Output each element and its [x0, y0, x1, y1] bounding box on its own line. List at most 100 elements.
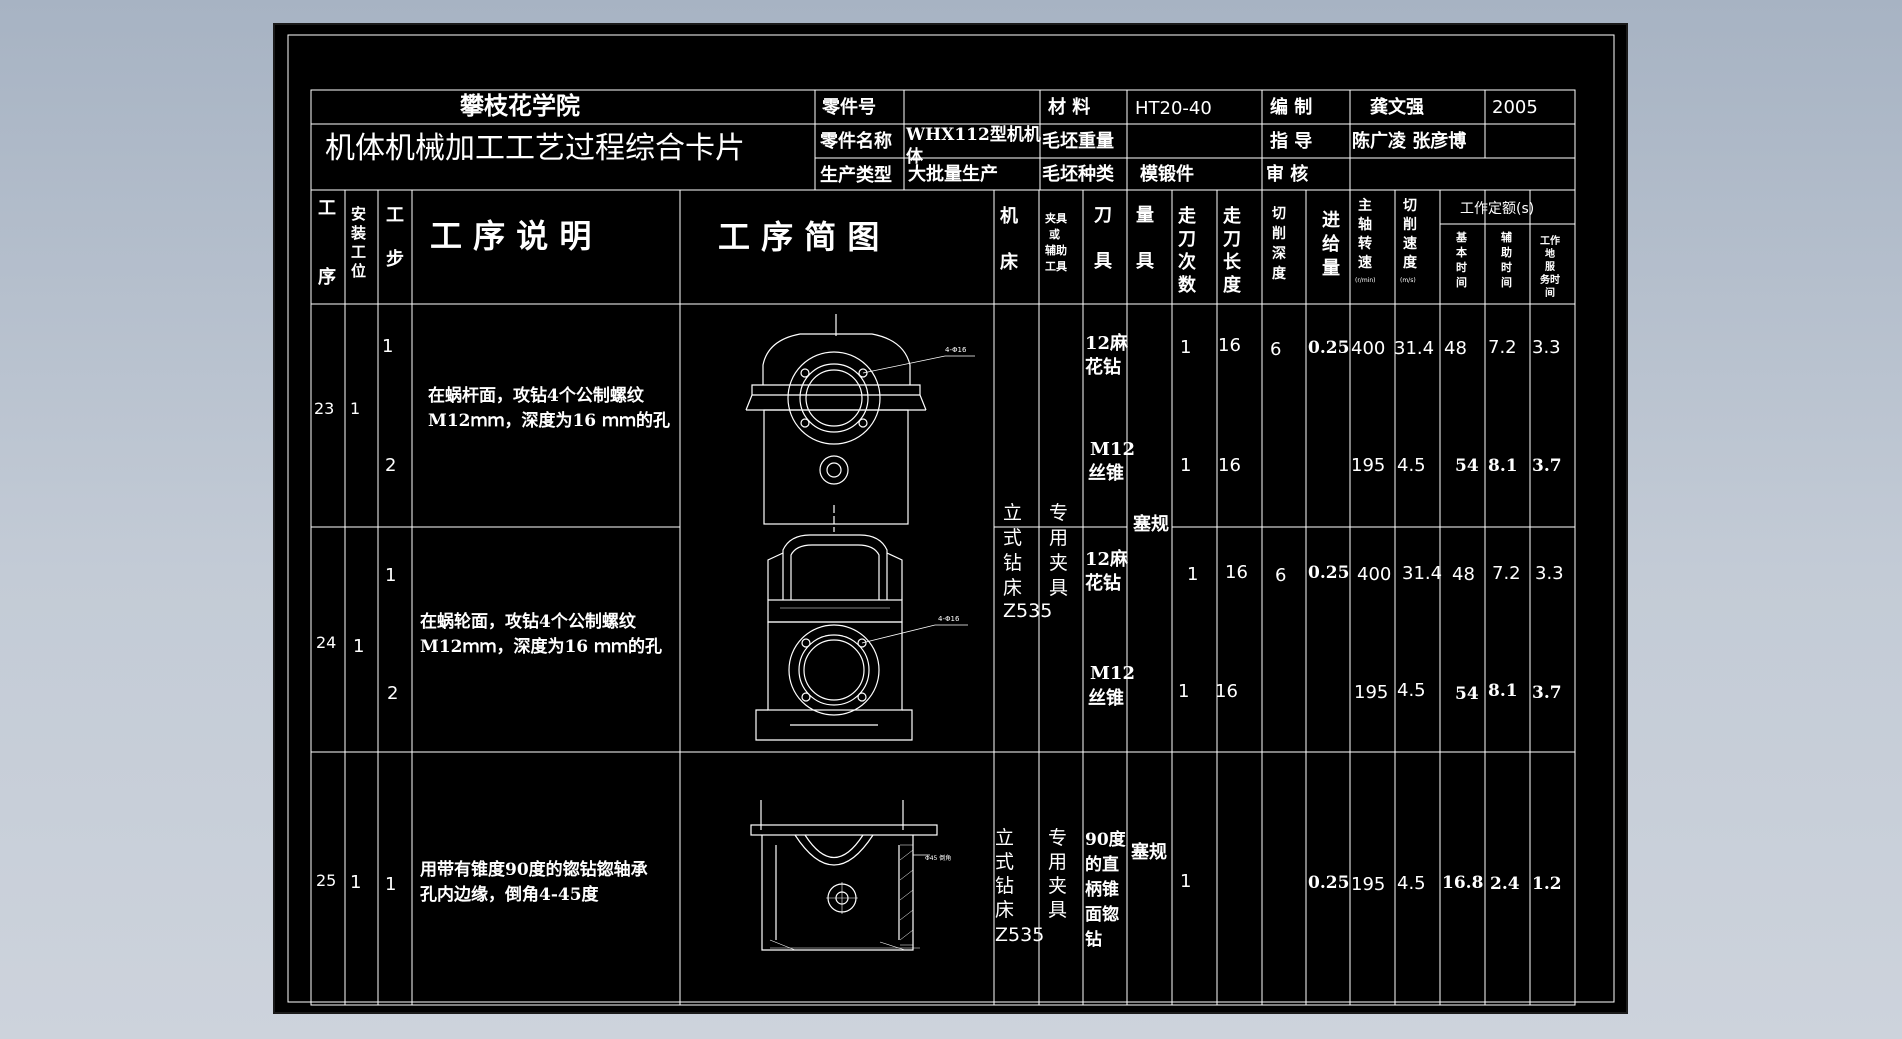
op25-fixture-1: 专 [1048, 827, 1067, 849]
col-fixture-1: 夹具 [1045, 211, 1067, 225]
op25-basic: 16.8 [1442, 873, 1483, 893]
part-name-value-1: WHX112型机机 [905, 124, 1041, 145]
op24-no: 24 [316, 633, 336, 652]
op24-s1-passes: 1 [1187, 564, 1198, 585]
guide-value: 陈广凌 张彦博 [1352, 130, 1466, 152]
col-quota: 工作定额(s) [1460, 201, 1534, 217]
col-step-1: 工 [386, 205, 404, 226]
sketch-label-c: Φ45 倒角 [925, 854, 951, 862]
material-value: HT20-40 [1135, 98, 1212, 119]
part-name-label: 零件名称 [819, 130, 892, 152]
op23-desc-line-1: 在蜗杆面，攻钻4个公制螺纹 [428, 385, 645, 406]
op25-tool-4: 面锪 [1085, 904, 1119, 925]
op25-speed: 4.5 [1397, 873, 1426, 894]
op24-s2-tool-2: 丝锥 [1088, 687, 1124, 709]
op23-s1-spindle: 400 [1351, 338, 1385, 359]
col-passes-4: 数 [1178, 274, 1197, 296]
col-gauge-1: 量 [1136, 204, 1154, 226]
op23-s2-spindle: 195 [1351, 455, 1385, 476]
op25-tool-1: 90度 [1085, 829, 1127, 850]
op23-s1-serv: 3.3 [1532, 337, 1561, 358]
school-name: 攀枝花学院 [459, 91, 580, 120]
op25-install: 1 [350, 872, 361, 893]
op23-s2-basic: 54 [1455, 456, 1479, 476]
op25-machine-3: 钻 [995, 875, 1014, 897]
op24-install: 1 [353, 636, 364, 657]
col-basic-1: 基 [1455, 230, 1468, 244]
col-basic-4: 间 [1456, 276, 1467, 289]
col-fixture-4: 工具 [1045, 260, 1067, 273]
op25-fixture-3: 夹 [1048, 875, 1067, 897]
op25-tool-3: 柄锥 [1085, 879, 1119, 900]
material-label: 材 料 [1048, 96, 1090, 118]
op25-step: 1 [385, 874, 396, 895]
op25-no: 25 [316, 871, 336, 890]
guide-label: 指 导 [1270, 130, 1312, 152]
op23-s2-tool-2: 丝锥 [1088, 462, 1124, 484]
col-sketch: 工 序 简 图 [718, 218, 879, 256]
op23-install: 1 [350, 399, 360, 418]
col-depth-4: 度 [1272, 265, 1287, 282]
blank-weight-label: 毛坯重量 [1042, 130, 1114, 152]
op25-gauge: 塞规 [1131, 841, 1167, 863]
process-table [310, 189, 1576, 1006]
col-serv-2: 地 [1545, 247, 1555, 260]
col-speed-2: 削 [1403, 216, 1417, 233]
col-serv-5: 间 [1545, 286, 1555, 299]
op24-s1-tool-2: 花钻 [1085, 572, 1121, 594]
col-process-2: 序 [318, 266, 336, 288]
op24-s1-tool-1: 12麻 [1085, 548, 1129, 570]
col-step-2: 步 [386, 248, 404, 270]
col-passes-2: 刀 [1178, 229, 1196, 250]
op23-s2-speed: 4.5 [1397, 455, 1426, 476]
op23-s1-tool-2: 花钻 [1085, 356, 1121, 378]
op24-s1-feed: 0.25 [1308, 563, 1349, 583]
col-passes-1: 走 [1178, 206, 1196, 227]
shared-machine-1: 立 [1003, 502, 1022, 524]
prod-type-value: 大批量生产 [908, 163, 998, 185]
shared-machine-2: 式 [1003, 527, 1022, 549]
col-depth-3: 深 [1272, 245, 1286, 262]
op25-spindle: 195 [1351, 874, 1385, 895]
col-install-4: 位 [351, 262, 366, 280]
op23-s1-depth: 6 [1270, 339, 1281, 360]
op25-fixture-4: 具 [1048, 899, 1067, 921]
op24-step-2: 2 [387, 683, 398, 704]
col-install-3: 工 [351, 243, 366, 261]
op23-s1-tool-1: 12麻 [1085, 332, 1129, 354]
col-serv-4: 务时 [1540, 273, 1560, 286]
shared-machine-4: 床 [1003, 577, 1022, 599]
card-title: 机体机械加工工艺过程综合卡片 [325, 131, 745, 166]
op25-machine-4: 床 [995, 899, 1014, 921]
op24-desc-line-2: M12ｍｍ，深度为16 ｍｍ的孔 [420, 636, 662, 657]
op23-s1-feed: 0.25 [1308, 338, 1349, 358]
shared-fixture-4: 具 [1049, 577, 1068, 599]
op24-s2-aux: 8.1 [1488, 681, 1518, 701]
drawing-viewport[interactable] [273, 23, 1628, 1014]
op25-tool-5: 钻 [1085, 929, 1102, 950]
op24-s2-serv: 3.7 [1532, 683, 1562, 703]
op25-feed: 0.25 [1308, 873, 1349, 893]
op23-desc-line-2: M12ｍｍ，深度为16 ｍｍ的孔 [428, 410, 670, 431]
op24-s1-depth: 6 [1275, 565, 1286, 586]
col-install-2: 装 [350, 224, 367, 242]
col-serv-1: 工作 [1540, 234, 1560, 247]
col-feed-1: 进 [1322, 210, 1340, 231]
op24-s2-spindle: 195 [1354, 682, 1388, 703]
col-aux-4: 间 [1501, 276, 1512, 289]
op25-passes: 1 [1180, 871, 1191, 892]
op24-s1-spindle: 400 [1357, 564, 1391, 585]
col-feed-3: 量 [1322, 257, 1340, 279]
compile-label: 编 制 [1270, 96, 1312, 118]
op23-s1-length: 16 [1218, 335, 1241, 356]
col-basic-2: 本 [1456, 245, 1467, 259]
col-depth-1: 切 [1272, 206, 1286, 222]
op24-s2-tool-1: M12 [1090, 663, 1135, 684]
col-serv-3: 服 [1545, 261, 1556, 273]
op23-s1-speed: 31.4 [1394, 338, 1434, 359]
op24-step-1: 1 [385, 565, 396, 586]
col-aux-3: 时 [1501, 260, 1512, 274]
op25-fixture-2: 用 [1048, 851, 1067, 873]
part-no-label: 零件号 [821, 96, 876, 118]
